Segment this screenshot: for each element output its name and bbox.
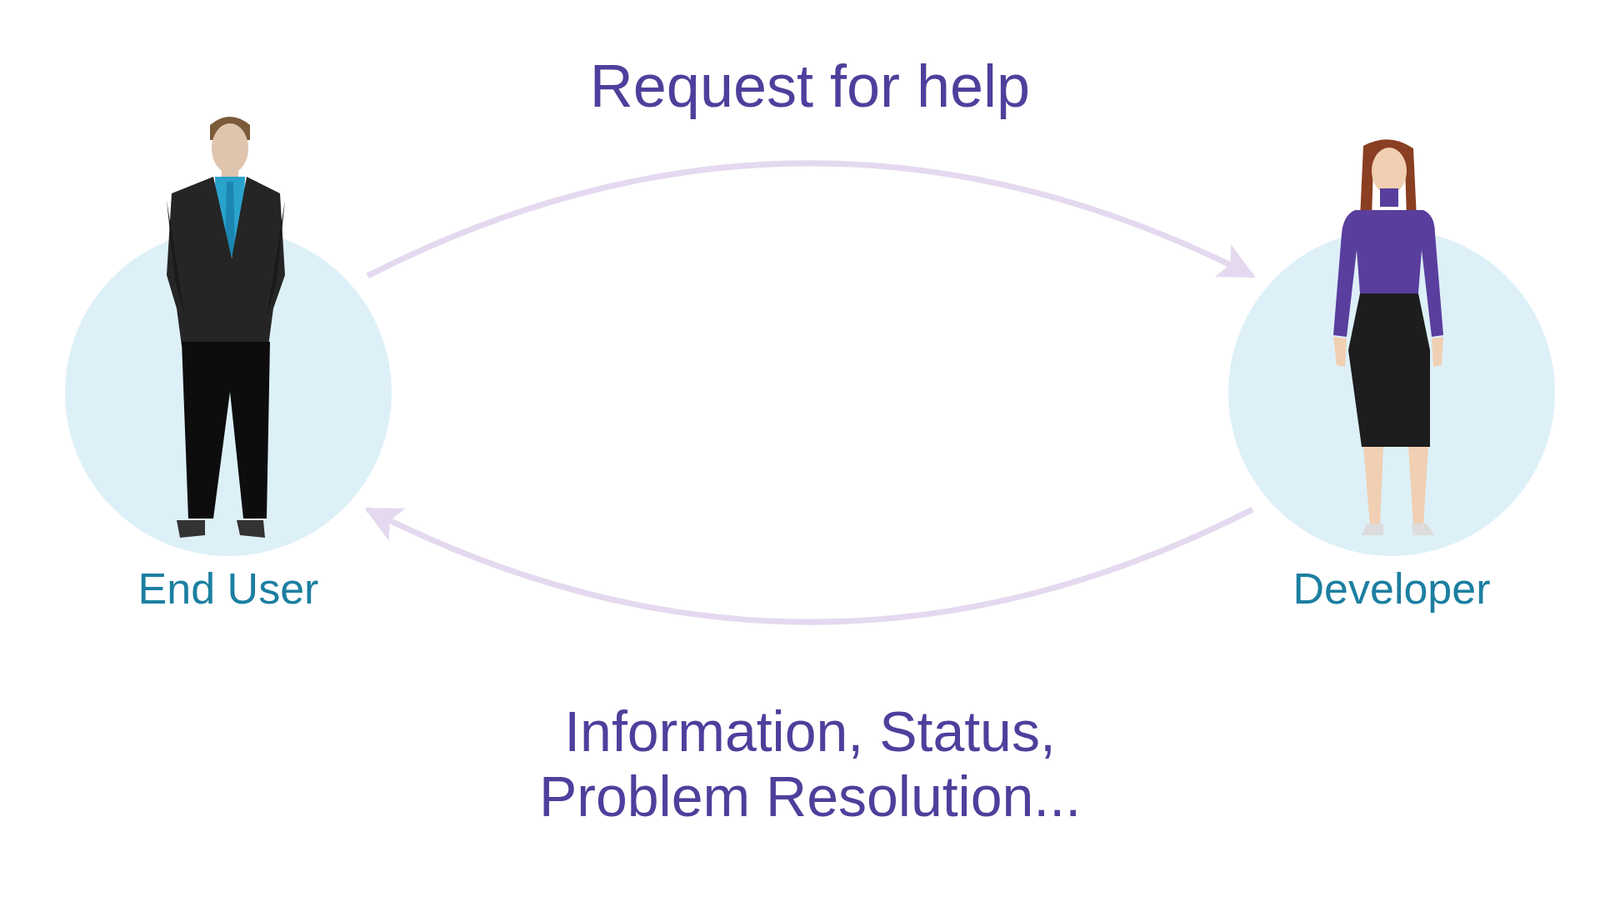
woman-figure [1333,139,1444,535]
role-label: Developer [1292,563,1490,614]
role-label: End User [138,563,320,614]
arrow-label: Information, Status, Problem Resolution.… [451,698,1169,829]
arrow-label: Request for help [435,51,1185,121]
curved-arrow [367,163,1253,276]
curved-arrow [367,509,1253,622]
man-figure [166,116,285,538]
